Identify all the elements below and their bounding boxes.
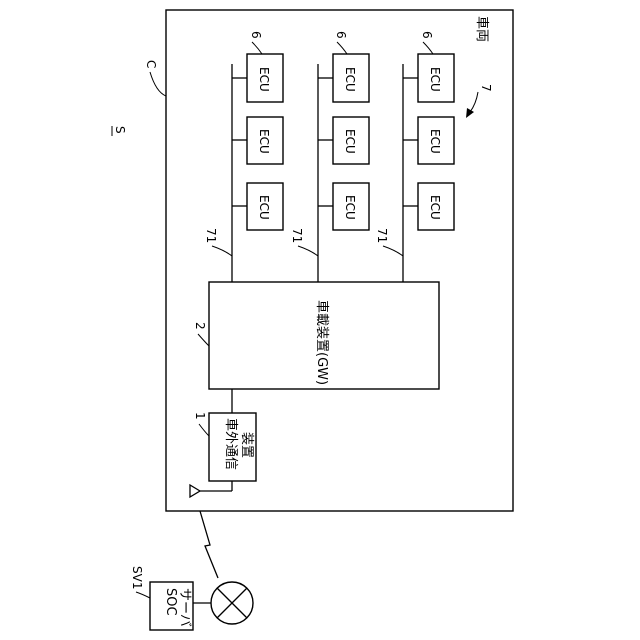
wireless-link: [200, 511, 218, 578]
server-ref-leader: [136, 592, 150, 598]
bus-ref: 71: [204, 228, 218, 243]
comm-device-ref: 1: [193, 412, 207, 420]
vehicle-ref: C: [144, 60, 158, 68]
vehicle-ref-leader: [150, 72, 166, 96]
gateway-ref: 2: [193, 322, 207, 330]
system-label: S: [113, 126, 127, 134]
bus-ref: 71: [375, 228, 389, 243]
ecu-ref: 6: [420, 31, 434, 39]
ecu-group-ref: 7: [479, 84, 493, 92]
ecu-label: ECU: [257, 67, 271, 92]
comm-device-line1: 車外通信: [223, 418, 238, 470]
server-line2: サーバ: [177, 588, 192, 627]
ecu-label: ECU: [343, 67, 357, 92]
ecu-label: ECU: [428, 195, 442, 220]
ecu-ref: 6: [249, 31, 263, 39]
comm-device-line2: 装置: [239, 432, 254, 458]
ecu-label: ECU: [343, 129, 357, 154]
ecu-label: ECU: [257, 129, 271, 154]
ecu-label: ECU: [257, 195, 271, 220]
gateway-label: 車載装置(GW): [314, 300, 329, 385]
ecu-label: ECU: [428, 129, 442, 154]
ecu-ref: 6: [334, 31, 348, 39]
server-ref: SV1: [130, 566, 144, 589]
ecu-label: ECU: [343, 195, 357, 220]
vehicle-label: 車両: [474, 16, 489, 42]
server-line1: SOC: [163, 588, 178, 616]
bus-ref: 71: [290, 228, 304, 243]
ecu-label: ECU: [428, 67, 442, 92]
